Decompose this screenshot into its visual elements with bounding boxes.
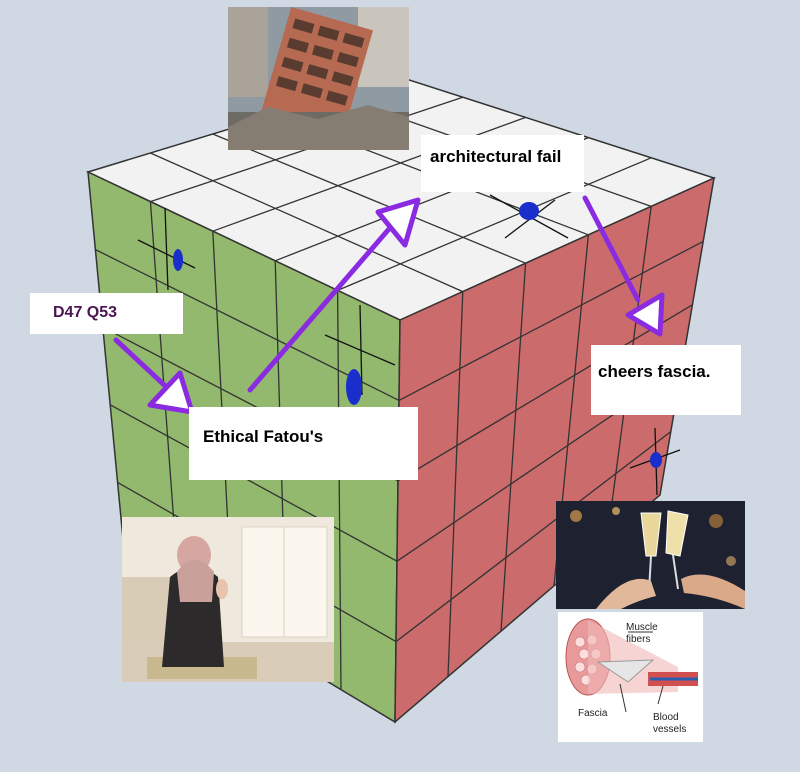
right-grid-line (395, 431, 672, 643)
left-grid-line (336, 290, 342, 690)
label-d47-q53: D47 Q53 (30, 293, 183, 334)
label-cheers-text: cheers fascia. (598, 362, 711, 381)
label-architectural-fail: architectural fail (421, 135, 584, 192)
crosshair-marker-left-lower (324, 304, 396, 396)
fascia-label-muscle-1: Muscle (626, 622, 658, 633)
crosshair-marker-left-upper (137, 207, 196, 291)
label-ethical-text: Ethical Fatou's (203, 427, 324, 446)
label-architectural-text: architectural fail (430, 147, 562, 166)
champagne-toast-photo (556, 501, 745, 609)
blue-dot-left-upper (173, 249, 183, 271)
arrow-ethical-head (375, 197, 421, 248)
top-grid-line (337, 157, 652, 291)
fascia-label-blood-1: Blood (653, 712, 679, 723)
woman-praying-photo (122, 517, 334, 682)
blue-dot-right (650, 452, 662, 468)
top-grid-line (212, 133, 526, 264)
blue-dot-left-lower (346, 369, 362, 405)
right-grid-line (398, 240, 704, 401)
label-cheers-fascia: cheers fascia. (591, 345, 741, 415)
fascia-label-muscle-2: fibers (626, 634, 650, 645)
top-grid-line (150, 152, 464, 293)
collapsed-building-photo (228, 7, 409, 150)
label-d47-text: D47 Q53 (53, 304, 118, 321)
right-grid-line (447, 291, 464, 677)
fascia-label-fascia: Fascia (578, 708, 608, 719)
arrow-cheers-head (625, 292, 665, 337)
muscle-fascia-diagram: Muscle fibers Fascia Blood vessels (558, 612, 703, 742)
label-ethical-fatous: Ethical Fatou's (189, 407, 418, 480)
arrow-ethical-shaft (247, 219, 398, 393)
fascia-label-blood-2: vessels (653, 724, 686, 735)
right-grid-line (500, 263, 527, 632)
left-grid-line (109, 404, 398, 562)
arrow-d47-head (147, 370, 195, 415)
arrow-cheers-shaft (582, 195, 641, 303)
blue-dot-top (519, 202, 539, 220)
right-grid-line (397, 304, 693, 482)
